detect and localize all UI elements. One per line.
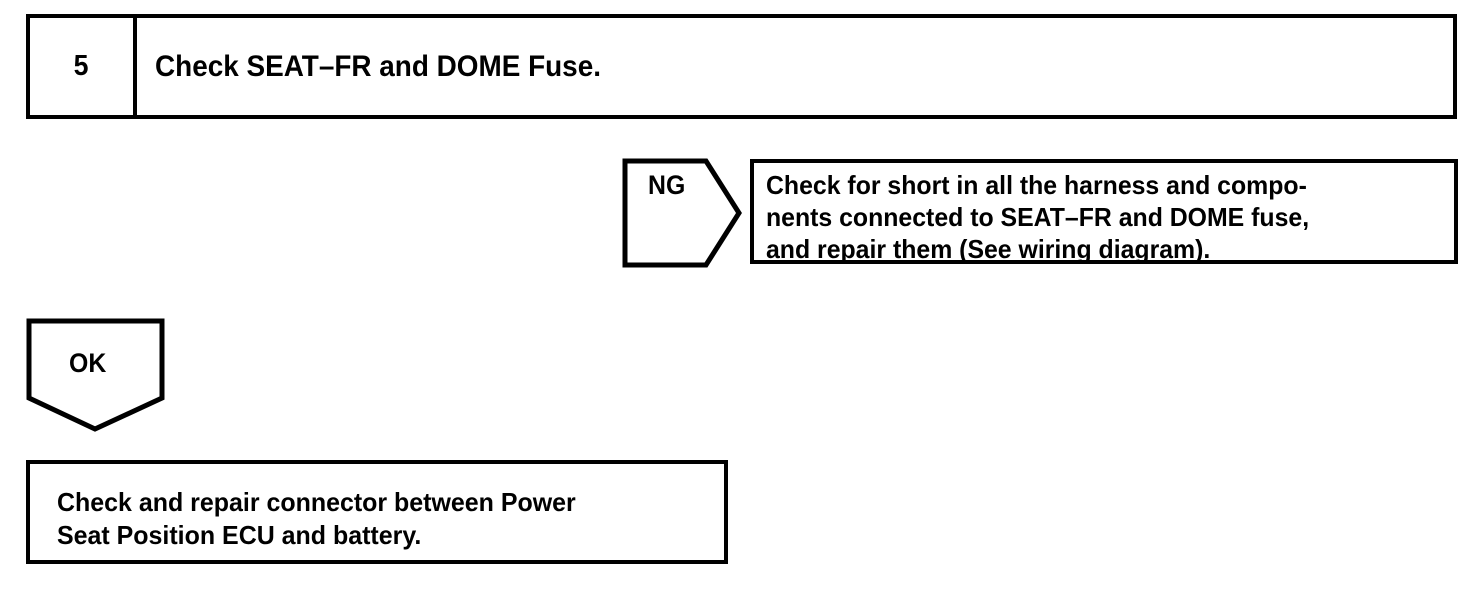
ng-action-box: Check for short in all the harness and c… — [750, 159, 1458, 264]
ok-action-box: Check and repair connector between Power… — [26, 460, 728, 564]
step-header-box: 5 Check SEAT–FR and DOME Fuse. — [26, 14, 1457, 119]
ng-action-text: Check for short in all the harness and c… — [766, 170, 1310, 264]
ok-branch-label: OK — [69, 348, 107, 378]
step-title-cell: Check SEAT–FR and DOME Fuse. — [137, 18, 1453, 115]
step-number-cell: 5 — [30, 18, 137, 115]
step-title: Check SEAT–FR and DOME Fuse. — [155, 49, 601, 83]
ok-action-text: Check and repair connector between Power… — [57, 487, 576, 550]
ng-branch-label: NG — [648, 170, 686, 200]
step-number: 5 — [74, 50, 89, 82]
ng-branch-arrow-icon — [622, 158, 742, 268]
ok-branch-arrow-icon — [26, 318, 166, 433]
